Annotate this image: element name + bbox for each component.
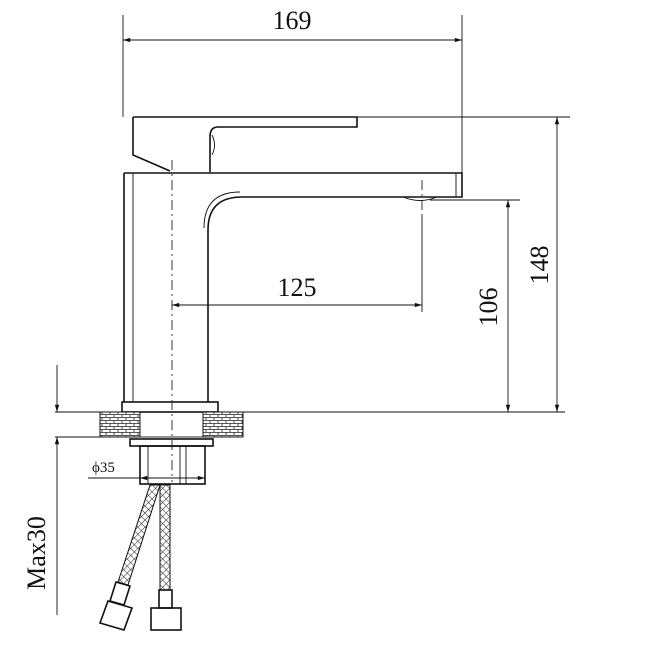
- dimension-label-106: 106: [474, 288, 503, 327]
- faucet-body: [121, 116, 463, 413]
- countertop: [55, 411, 565, 485]
- supply-hoses: [98, 484, 182, 631]
- dimension-label-169: 169: [273, 6, 312, 35]
- dimension-label-125: 125: [278, 273, 317, 302]
- dimension-max-thickness: Max30: [22, 365, 60, 615]
- dimension-label-148: 148: [525, 246, 554, 285]
- dimension-overall-depth: 169: [122, 6, 463, 175]
- dimension-spout-reach: 125: [172, 215, 423, 312]
- dimension-label-phi35: ϕ35: [92, 460, 115, 476]
- dimension-hole-diameter: ϕ35: [88, 460, 205, 481]
- dimension-overall-height: 148: [357, 116, 570, 412]
- dimension-spout-height: 106: [430, 199, 520, 412]
- dimension-label-max30: Max30: [22, 516, 51, 590]
